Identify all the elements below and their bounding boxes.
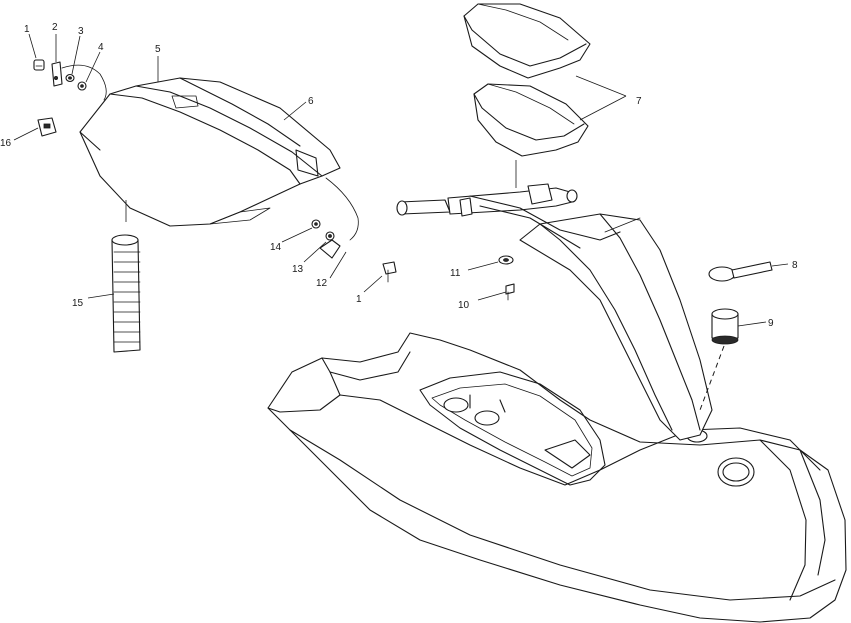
seat-pads bbox=[463, 3, 591, 157]
callout-9: 9 bbox=[768, 318, 774, 329]
foam-pipe-ribs bbox=[113, 251, 141, 343]
callout-11: 11 bbox=[450, 268, 461, 279]
callout-13: 13 bbox=[292, 264, 304, 275]
callout-labels: 1 2 3 4 5 6 7 8 9 10 11 12 13 14 15 16 1 bbox=[0, 22, 798, 329]
hull bbox=[267, 332, 847, 623]
callout-6: 6 bbox=[308, 96, 314, 107]
callout-5: 5 bbox=[155, 44, 161, 55]
engine-cover bbox=[79, 77, 341, 227]
callout-12: 12 bbox=[316, 278, 328, 289]
hardware-parts bbox=[33, 59, 773, 411]
callout-4: 4 bbox=[98, 42, 104, 53]
callout-10: 10 bbox=[458, 300, 470, 311]
leader-lines bbox=[13, 33, 789, 327]
callout-3: 3 bbox=[78, 26, 84, 37]
callout-15: 15 bbox=[72, 298, 84, 309]
handlebar bbox=[396, 160, 621, 249]
steering-pole bbox=[519, 213, 713, 441]
callout-16: 16 bbox=[0, 138, 12, 149]
callout-2: 2 bbox=[52, 22, 58, 33]
callout-1b: 1 bbox=[356, 294, 362, 305]
callout-7: 7 bbox=[636, 96, 642, 107]
callout-8: 8 bbox=[792, 260, 798, 271]
callout-14: 14 bbox=[270, 242, 282, 253]
callout-1a: 1 bbox=[24, 24, 30, 35]
